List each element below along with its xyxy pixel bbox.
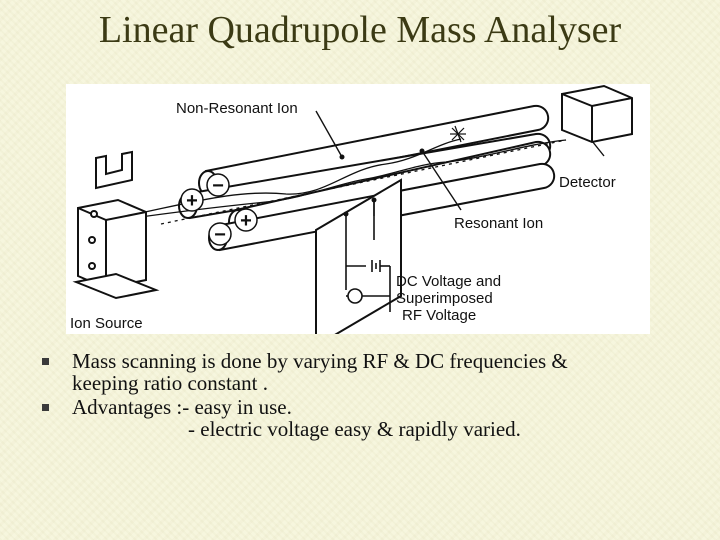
central-axis: [160, 139, 567, 225]
label-leaders: [315, 110, 605, 216]
ion-source-base: [72, 272, 160, 300]
leader-detector: [591, 140, 605, 157]
plus-marker-2: [234, 208, 258, 232]
voltage-circuit: [345, 200, 391, 312]
slide-title: Linear Quadrupole Mass Analyser: [98, 9, 622, 51]
polarity-markers: + − + −: [180, 173, 258, 246]
ion-source: [72, 150, 160, 300]
label-non-resonant-ion: Non-Resonant Ion: [176, 100, 298, 117]
plus-marker-1: [180, 188, 204, 212]
label-dc-voltage-3: RF Voltage: [402, 307, 476, 324]
minus-sign-1: −: [212, 175, 224, 197]
bullet-list: Mass scanning is done by varying RF & DC…: [42, 349, 676, 442]
square-bullet-icon: [42, 358, 49, 365]
burst-icon: [450, 125, 466, 143]
resonant-ion-path: [125, 139, 567, 220]
square-bullet-icon: [42, 404, 49, 411]
detector-box: [561, 84, 633, 144]
plus-sign-2: +: [240, 210, 252, 232]
bullet-text-line: keeping ratio constant .: [72, 371, 268, 395]
plus-sign-1: +: [186, 190, 198, 212]
leader-non-resonant: [315, 110, 343, 158]
diagram-svg: + − + −: [70, 84, 633, 334]
rod-upper-back: [204, 104, 550, 197]
label-detector: Detector: [559, 174, 616, 191]
bullet-text-line: Advantages :- easy in use.: [72, 395, 292, 419]
ion-source-repeller: [95, 150, 133, 190]
connection-dots: [339, 148, 425, 217]
bullet-text-subline: - electric voltage easy & rapidly varied…: [188, 417, 521, 441]
minus-sign-2: −: [214, 224, 226, 246]
bullet-text-line: Mass scanning is done by varying RF & DC…: [72, 349, 568, 373]
quadrupole-diagram: + − + −: [66, 84, 650, 334]
bullet-item-advantages: Advantages :- easy in use. - electric vo…: [42, 395, 676, 441]
leader-resonant: [421, 150, 462, 211]
label-ion-source: Ion Source: [70, 315, 143, 332]
minus-marker-2: [208, 222, 232, 246]
label-dc-voltage-2: Superimposed: [396, 290, 493, 307]
label-dc-voltage-1: DC Voltage and: [396, 273, 501, 290]
minus-marker-1: [206, 173, 230, 197]
label-resonant-ion: Resonant Ion: [454, 215, 543, 232]
bullet-item-mass-scanning: Mass scanning is done by varying RF & DC…: [42, 349, 676, 395]
